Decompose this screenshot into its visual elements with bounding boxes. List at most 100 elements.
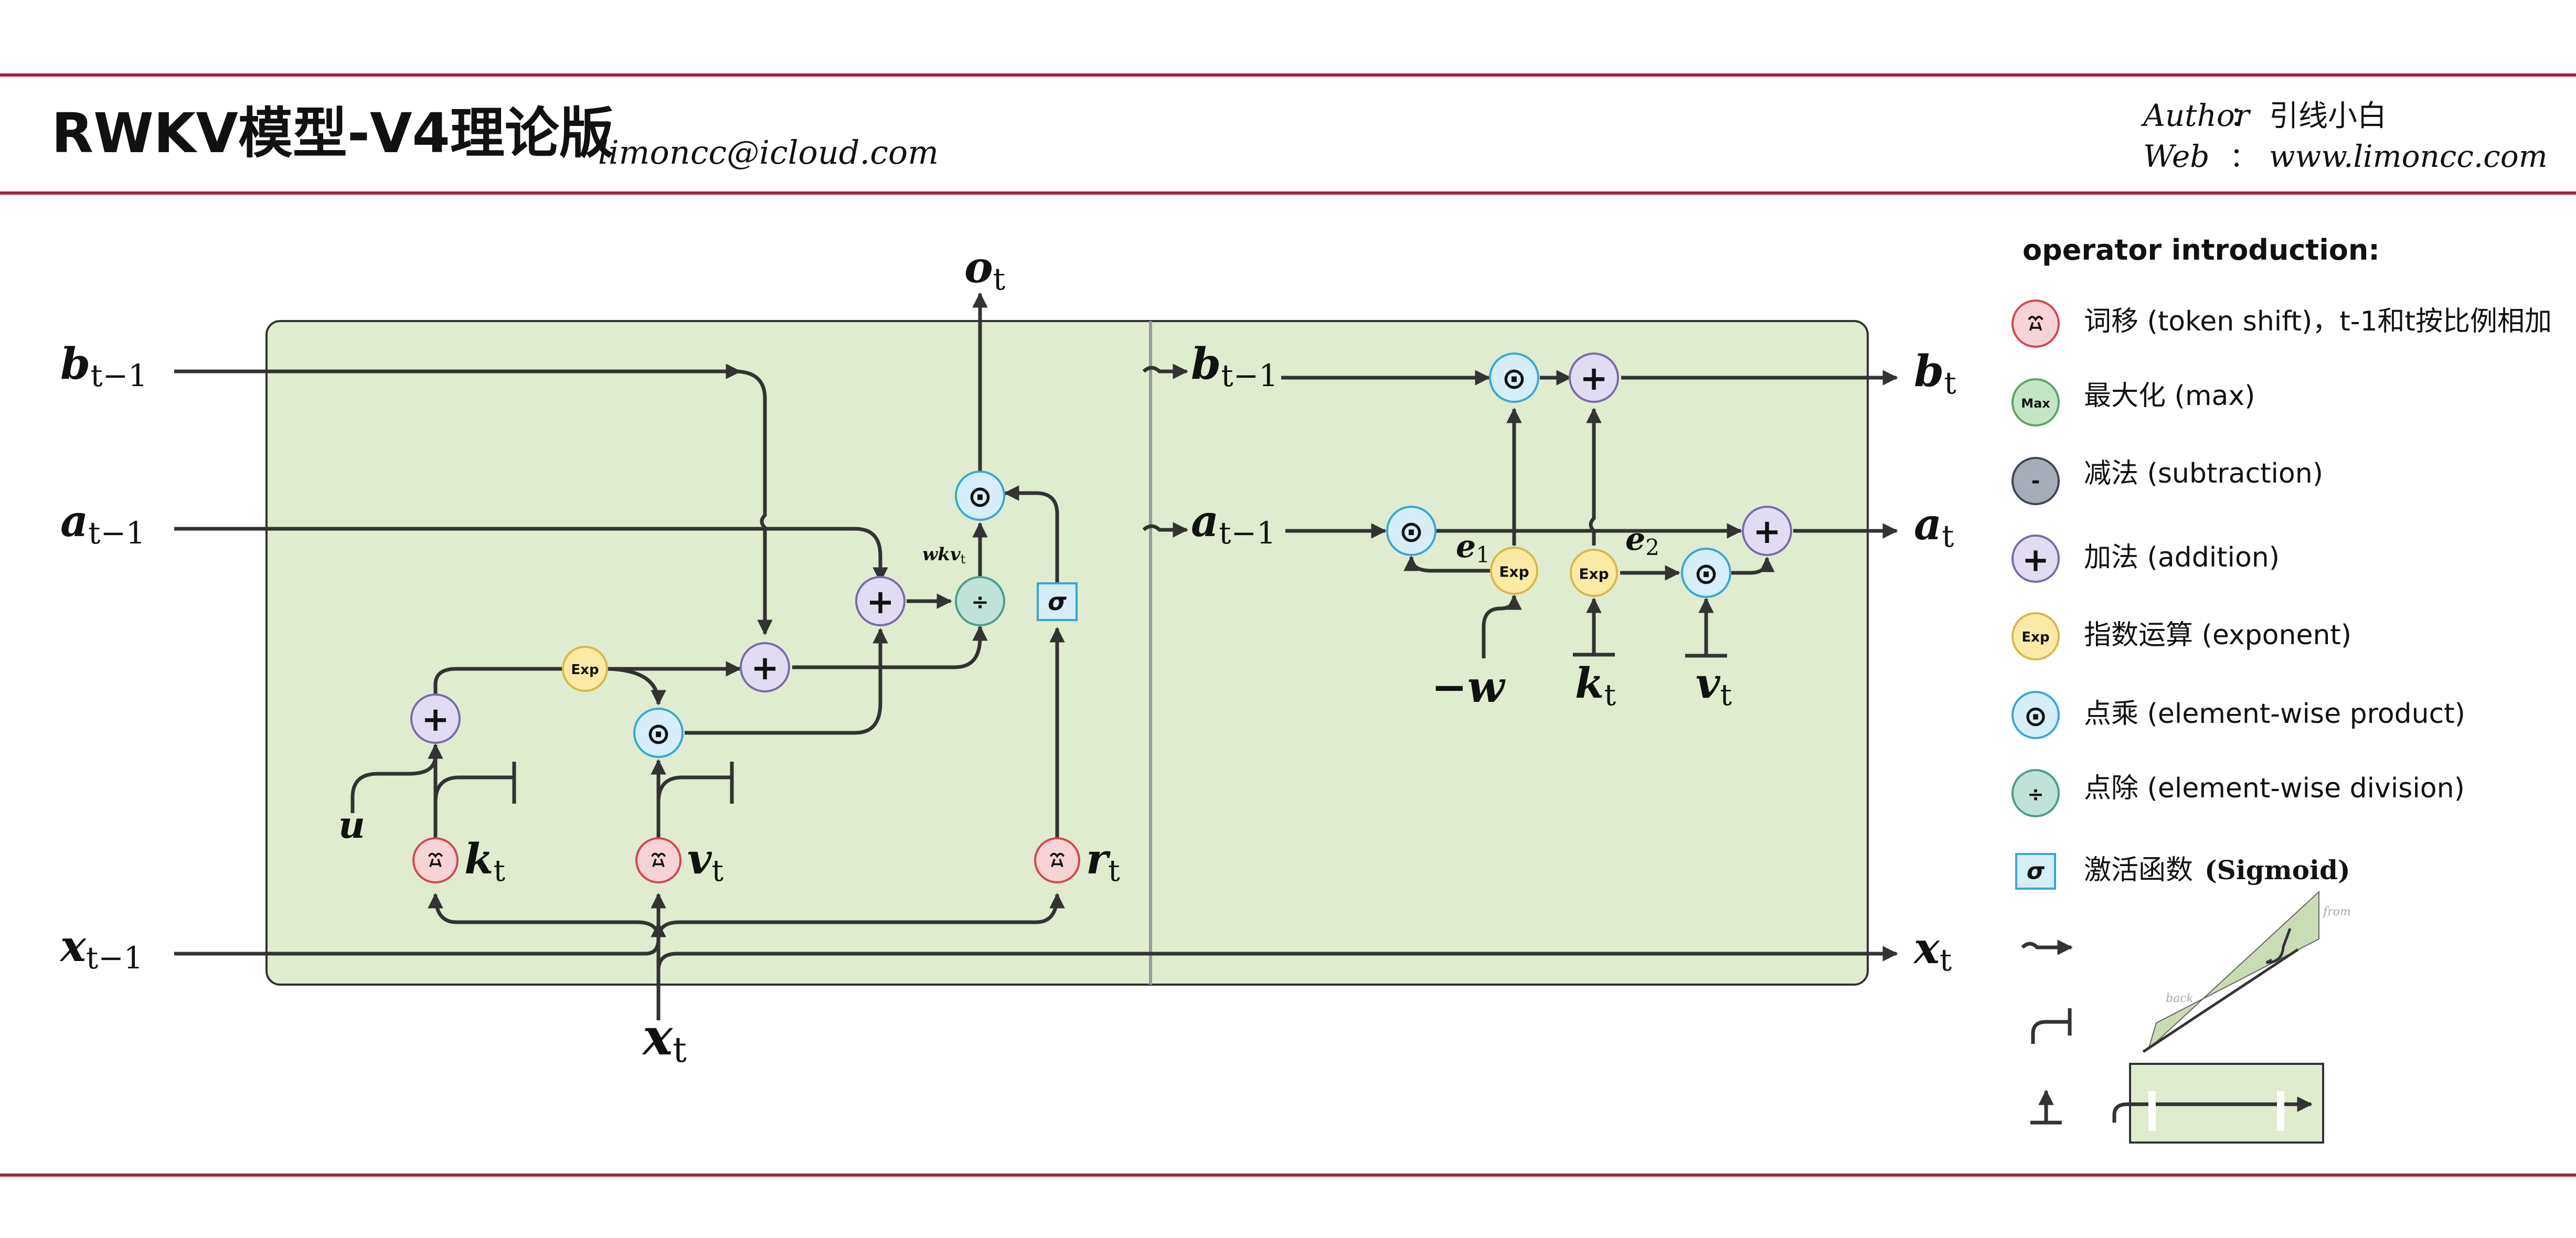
label-o-t: ot xyxy=(964,242,1005,297)
op-exp-e1: Exp xyxy=(1490,547,1538,595)
svg-text:Exp: Exp xyxy=(1499,563,1529,581)
svg-text:-: - xyxy=(2031,469,2040,493)
svg-text:σ: σ xyxy=(1048,588,1067,616)
page-title: RWKV模型-V4理论版 xyxy=(51,101,614,165)
legend-heading: operator introduction: xyxy=(2023,233,2380,266)
legend-note-from: from xyxy=(2322,905,2351,919)
label-b-prev-right: bt−1 xyxy=(1191,339,1278,393)
svg-text:÷: ÷ xyxy=(2027,783,2044,806)
op-token-shift-v xyxy=(635,837,682,883)
legend-item-token-shift: 词移 (token shift)，t-1和t按比例相加 xyxy=(2011,300,2552,348)
max-icon xyxy=(2011,378,2060,426)
blocked-branch-icon xyxy=(2031,1020,2070,1044)
svg-text:⊙: ⊙ xyxy=(646,717,671,751)
legend-item-subtraction: - 减法 (subtraction) xyxy=(2011,457,2323,505)
svg-text:词移 (token shift)，t-1和t按比例相加: 词移 (token shift)，t-1和t按比例相加 xyxy=(2084,306,2552,337)
op-plus-b: + xyxy=(1569,353,1619,403)
author-value: 引线小白 xyxy=(2269,99,2387,133)
svg-text:⊙: ⊙ xyxy=(968,480,993,514)
label-e2: e2 xyxy=(1625,521,1659,560)
diagram-panel xyxy=(265,320,1869,986)
web-label: Web xyxy=(2143,138,2209,174)
label-r-t: rt xyxy=(1086,834,1120,888)
svg-text:+: + xyxy=(751,649,779,688)
op-exp-e2: Exp xyxy=(1570,549,1618,597)
label-x-prev: xt−1 xyxy=(59,921,143,976)
minus-icon xyxy=(2011,457,2060,505)
svg-text:+: + xyxy=(2022,541,2049,579)
sigmoid-icon xyxy=(2015,853,2056,890)
web-value: www.limoncc.com xyxy=(2269,138,2548,174)
label-u: u xyxy=(338,803,365,847)
crossing-icon xyxy=(2021,940,2073,955)
label-x-t-out: xt xyxy=(1913,923,1952,978)
op-token-shift-r xyxy=(1034,837,1080,883)
legend-item-division: ÷ 点除 (element-wise division) xyxy=(2011,769,2465,817)
right-connections xyxy=(1142,364,1898,658)
dot-product-icon xyxy=(2011,691,2060,739)
svg-text:激活函数(Sigmoid): 激活函数(Sigmoid) xyxy=(2084,855,2350,886)
label-b-prev-left: bt−1 xyxy=(60,339,147,393)
op-exp-left: Exp xyxy=(562,646,608,692)
token-shift-icon xyxy=(2011,300,2060,348)
op-div: ÷ xyxy=(955,576,1005,626)
label-k-t-left: kt xyxy=(464,834,505,888)
svg-text:Max: Max xyxy=(2021,396,2050,411)
author-email: limoncc@icloud.com xyxy=(598,133,939,172)
label-v-t-right: vt xyxy=(1696,658,1732,712)
legend-line-styles: from back xyxy=(2021,890,2351,1144)
label-x-t-input: xt xyxy=(642,1007,687,1070)
legend-item-product: ⊙ 点乘 (element-wise product) xyxy=(2011,691,2465,739)
plus-icon xyxy=(2011,535,2060,583)
svg-text:+: + xyxy=(421,700,450,739)
legend-note-back: back xyxy=(2166,992,2194,1005)
author-label: Author xyxy=(2141,98,2251,133)
label-v-t-left: vt xyxy=(687,834,723,888)
op-dot-top: ⊙ xyxy=(955,471,1005,521)
label-a-prev-left: at−1 xyxy=(60,496,145,551)
op-dot-a: ⊙ xyxy=(1386,506,1436,556)
op-dot-b: ⊙ xyxy=(1489,353,1539,403)
legend-item-addition: + 加法 (addition) xyxy=(2011,535,2280,583)
label-wkv-t: wkvt xyxy=(922,544,966,567)
legend-item-exponent: Exp 指数运算 (exponent) xyxy=(2011,612,2351,660)
label-a-t-out: at xyxy=(1914,499,1954,554)
op-dot-v: ⊙ xyxy=(633,708,684,758)
svg-text:⊙: ⊙ xyxy=(1694,557,1719,591)
svg-text:+: + xyxy=(866,583,895,622)
op-plus-upper: + xyxy=(740,642,790,692)
op-dot-v-right: ⊙ xyxy=(1681,548,1731,598)
svg-text:点除 (element-wise division): 点除 (element-wise division) xyxy=(2084,773,2465,804)
author-sep: ： xyxy=(2230,101,2257,133)
svg-text:σ: σ xyxy=(2027,858,2045,885)
svg-text:点乘 (element-wise product): 点乘 (element-wise product) xyxy=(2084,698,2465,730)
web-sep: ： xyxy=(2230,142,2257,174)
label-neg-w: −w xyxy=(1431,662,1506,712)
svg-text:⊙: ⊙ xyxy=(1399,515,1424,549)
svg-text:⊙: ⊙ xyxy=(2024,700,2047,733)
legend-item-max: Max 最大化 (max) xyxy=(2011,378,2255,426)
op-sigmoid: σ xyxy=(1037,582,1078,621)
op-token-shift-k xyxy=(412,837,459,883)
exp-icon xyxy=(2011,612,2060,660)
label-k-t-right: kt xyxy=(1575,658,1616,712)
legend-item-sigmoid: σ 激活函数(Sigmoid) xyxy=(2015,853,2350,890)
svg-text:减法 (subtraction): 减法 (subtraction) xyxy=(2084,458,2323,489)
svg-text:加法 (addition): 加法 (addition) xyxy=(2084,542,2280,573)
label-a-prev-right: at−1 xyxy=(1191,496,1276,551)
op-plus-u: + xyxy=(410,693,461,744)
op-plus-a: + xyxy=(1742,506,1792,556)
svg-text:指数运算 (exponent): 指数运算 (exponent) xyxy=(2084,620,2351,651)
label-e1: e1 xyxy=(1456,528,1490,568)
svg-text:+: + xyxy=(1753,513,1781,551)
svg-text:÷: ÷ xyxy=(971,590,989,614)
left-connections xyxy=(174,292,1898,1020)
label-b-t-out: bt xyxy=(1914,346,1956,401)
svg-text:Exp: Exp xyxy=(571,662,599,678)
div-icon xyxy=(2011,769,2060,817)
svg-text:最大化 (max): 最大化 (max) xyxy=(2084,380,2255,412)
svg-text:+: + xyxy=(1580,359,1608,398)
op-plus-mid: + xyxy=(855,576,906,626)
svg-text:⊙: ⊙ xyxy=(1502,362,1527,396)
